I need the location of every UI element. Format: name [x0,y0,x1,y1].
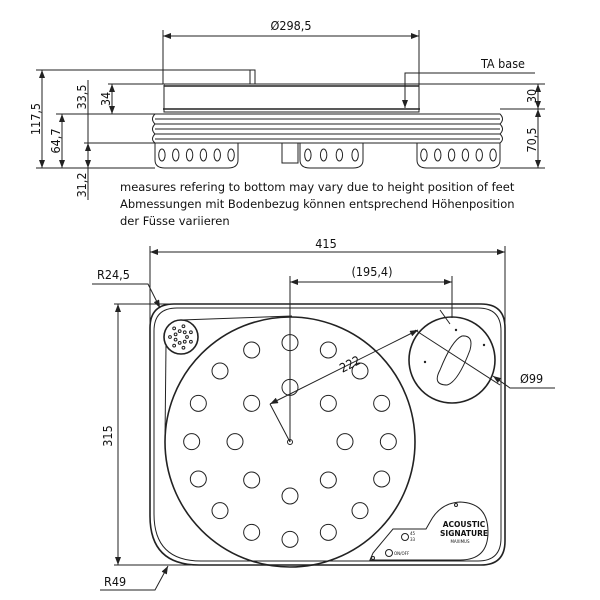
side-view: Ø298,5 117,5 64,7 33,5 31,2 34 30 70,5 T… [28,18,545,228]
foot-slot [475,148,483,162]
platter-hole [226,433,244,451]
dim-arm-offset: (195,4) [352,264,393,279]
dim-base-height: 64,7 [48,128,63,153]
dim-arm-board-diameter: Ø99 [520,371,543,386]
platter-hole [243,523,261,541]
note-line-2: Abmessungen mit Bodenbezug können entspr… [120,197,515,211]
pulley-dot [182,330,187,335]
speed-button[interactable] [401,533,409,541]
pulley-dot [177,340,182,345]
platter-hole [373,394,391,412]
foot [154,142,239,169]
pulley-dot [177,329,182,334]
foot-slot [351,148,359,162]
arm-board-slot [436,335,472,386]
foot-slot [304,148,312,162]
brand-line-1: ACOUSTIC [443,520,486,529]
pulley-dot [173,332,178,337]
platter-hole [373,470,391,488]
pulley-dot [168,335,172,339]
foot-slot [172,148,180,162]
dim-corner-radius-small: R24,5 [97,267,130,282]
motor-housing [281,142,299,164]
platter-hole [211,362,229,380]
dim-corner-radius-large: R49 [104,574,126,589]
pulley-dot [189,330,193,335]
platter-hole [189,470,207,488]
dim-platter-to-bottom: 33,5 [74,84,89,109]
platter-hole [189,394,207,412]
platter-hole [319,523,337,541]
platter-hole [183,433,201,451]
platter-hole [281,530,299,548]
belt [180,315,293,321]
plinth-side [152,113,503,144]
pulley-dot [173,337,178,342]
dim-platter-height: 34 [98,92,113,106]
speed-33-label: 33 [410,537,416,542]
feet [154,142,501,169]
pulley-dot [172,326,177,331]
brand-line-2: SIGNATURE [440,529,488,538]
dim-depth: 315 [100,425,115,446]
dim-ta-base-height: 30 [524,89,539,103]
motor-pulley [163,319,199,355]
dim-feet-height: 31,2 [74,172,89,197]
pulley-dot [172,343,177,348]
foot-slot [489,148,497,162]
platter-hole [351,502,369,520]
model-name: MAXIMUS [450,539,469,544]
platter-hole [243,394,261,412]
foot-slot [420,148,428,162]
platter-hole [379,433,397,451]
foot-slot [158,148,166,162]
foot-slot [199,148,208,162]
pulley-dot [182,339,187,344]
arm-board [408,316,496,404]
platter-hole [319,471,337,489]
dim-platter-diameter: Ø298,5 [270,18,311,33]
pulley-dot [189,339,193,344]
pulley-dot [181,324,186,329]
foot-slot [213,148,221,162]
platter-hole [319,394,337,412]
foot-slot [461,148,470,162]
foot-slot [434,148,442,162]
top-view: ACOUSTIC SIGNATURE MAXIMUS 45 33 ON/OFF … [92,236,555,591]
spindle [249,69,256,85]
foot [299,142,364,169]
dim-ta-base-to-bottom: 70,5 [524,127,539,152]
pulley-dot [181,345,186,350]
power-button[interactable] [385,549,393,557]
platter-hole [281,487,299,505]
platter-hole [243,471,261,489]
foot-slot [227,148,235,162]
power-label: ON/OFF [394,551,410,556]
platter-hole [243,341,261,359]
platter-hole [211,502,229,520]
note-line-3: der Füsse variieren [120,214,230,228]
note-line-1: measures refering to bottom may vary due… [120,180,515,194]
speed-45-label: 45 [410,531,416,536]
control-panel: ACOUSTIC SIGNATURE MAXIMUS 45 33 ON/OFF [369,501,489,561]
foot-slot [447,148,456,162]
dim-arm-distance: 222 [337,352,363,375]
dim-total-height: 117,5 [28,103,43,135]
pulley-dots [168,324,193,350]
foot-slot [335,148,344,162]
dim-width: 415 [315,236,336,251]
platter-hole [336,433,354,451]
foot [416,142,501,169]
platter-side [163,69,420,113]
platter-hole [319,341,337,359]
foot-slot [319,148,328,162]
foot-slot [185,148,194,162]
ta-base-label: TA base [480,56,525,71]
pulley-dot [185,335,189,339]
